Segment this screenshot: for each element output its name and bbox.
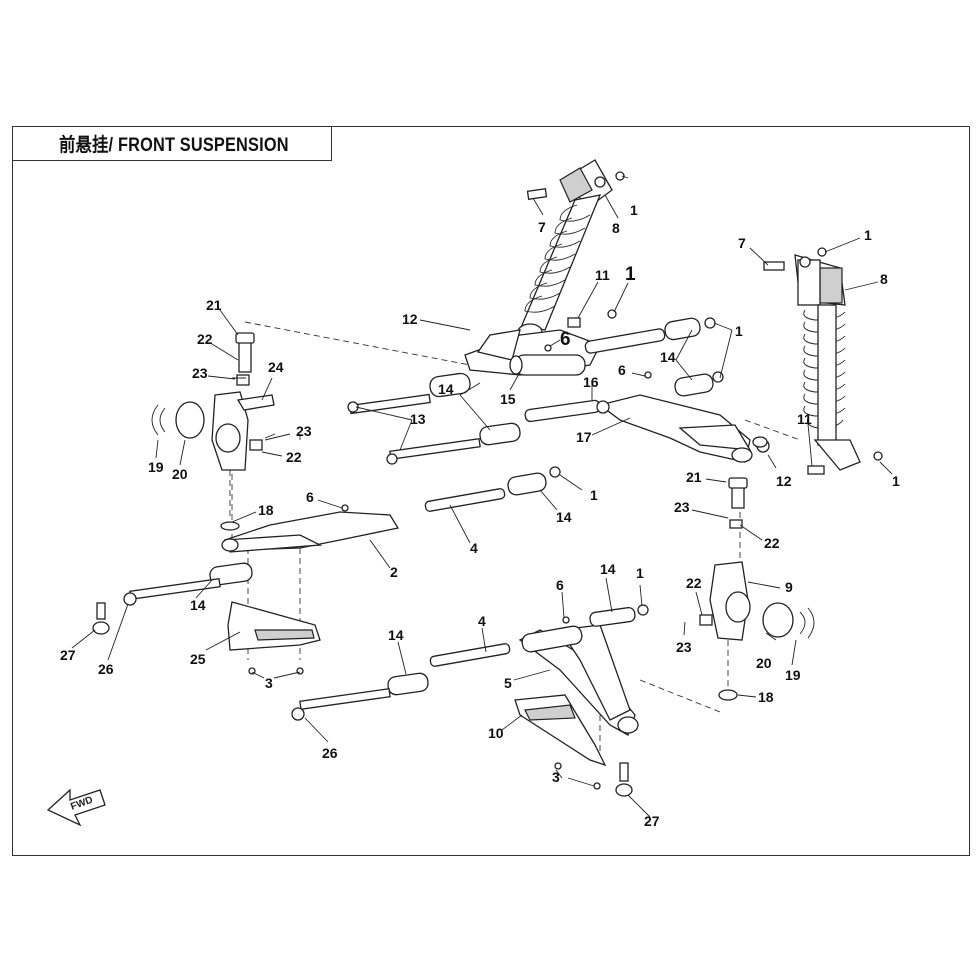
callout-23: 23 <box>192 365 208 381</box>
callout-14: 14 <box>438 381 454 397</box>
callout-23: 23 <box>296 423 312 439</box>
left-shock-absorber <box>517 159 625 341</box>
callout-6: 6 <box>618 362 626 378</box>
callout-7: 7 <box>738 235 746 251</box>
callout-9: 9 <box>785 579 793 595</box>
callout-18: 18 <box>258 502 274 518</box>
callout-12: 12 <box>776 473 792 489</box>
callout-2: 2 <box>390 564 398 580</box>
callout-13: 13 <box>410 411 426 427</box>
callout-1: 1 <box>892 473 900 489</box>
lower-right-a-arm <box>291 604 649 736</box>
callout-3: 3 <box>552 769 560 785</box>
upper-left-a-arm <box>347 309 716 415</box>
callout-4: 4 <box>478 613 486 629</box>
callout-15: 15 <box>500 391 516 407</box>
callout-5: 5 <box>504 675 512 691</box>
callout-14: 14 <box>556 509 572 525</box>
callout-27: 27 <box>644 813 660 829</box>
callout-22: 22 <box>686 575 702 591</box>
right-skid-plate <box>514 694 607 790</box>
callout-1: 1 <box>636 565 644 581</box>
callout-3: 3 <box>265 675 273 691</box>
callout-26: 26 <box>322 745 338 761</box>
callout-14: 14 <box>660 349 676 365</box>
callout-24: 24 <box>268 359 284 375</box>
lower-left-a-arm <box>123 466 561 606</box>
leader-lines <box>71 175 893 818</box>
callout-14: 14 <box>600 561 616 577</box>
callout-6: 6 <box>560 329 571 350</box>
callout-numbers: 1 7 8 7 1 8 11 1 12 6 1 14 6 16 15 21 22… <box>60 202 900 829</box>
callout-1: 1 <box>735 323 743 339</box>
callout-22: 22 <box>197 331 213 347</box>
right-steering-knuckle <box>699 436 815 701</box>
callout-1: 1 <box>864 227 872 243</box>
callout-7: 7 <box>538 219 546 235</box>
diagram-title: 前悬挂/ FRONT SUSPENSION <box>59 135 289 156</box>
right-shock-absorber <box>763 247 883 475</box>
left-skid-plate <box>227 601 321 675</box>
callout-1: 1 <box>630 202 638 218</box>
callout-4: 4 <box>470 540 478 556</box>
callout-20: 20 <box>756 655 772 671</box>
callout-1: 1 <box>625 264 636 285</box>
callout-6: 6 <box>306 489 314 505</box>
callout-1: 1 <box>590 487 598 503</box>
callout-11: 11 <box>797 411 812 427</box>
callout-25: 25 <box>190 651 206 667</box>
callout-22: 22 <box>764 535 780 551</box>
callout-14: 14 <box>388 627 404 643</box>
callout-8: 8 <box>612 220 620 236</box>
callout-19: 19 <box>785 667 801 683</box>
callout-16: 16 <box>583 374 599 390</box>
left-steering-knuckle <box>151 332 276 471</box>
callout-19: 19 <box>148 459 164 475</box>
callout-26: 26 <box>98 661 114 677</box>
callout-18: 18 <box>758 689 774 705</box>
callout-20: 20 <box>172 466 188 482</box>
callout-14: 14 <box>190 597 206 613</box>
callout-21: 21 <box>206 297 222 313</box>
callout-27: 27 <box>60 647 76 663</box>
fwd-arrow-icon: FWD <box>46 788 106 827</box>
callout-12: 12 <box>402 311 418 327</box>
callout-11: 11 <box>595 267 610 283</box>
callout-10: 10 <box>488 725 504 741</box>
upper-right-a-arm <box>386 371 770 465</box>
callout-8: 8 <box>880 271 888 287</box>
callout-23: 23 <box>674 499 690 515</box>
callout-22: 22 <box>286 449 302 465</box>
callout-23: 23 <box>676 639 692 655</box>
callout-21: 21 <box>686 469 702 485</box>
ball-joints <box>92 602 633 797</box>
title-box: 前悬挂/ FRONT SUSPENSION <box>12 126 332 161</box>
callout-17: 17 <box>576 429 592 445</box>
callout-6: 6 <box>556 577 564 593</box>
